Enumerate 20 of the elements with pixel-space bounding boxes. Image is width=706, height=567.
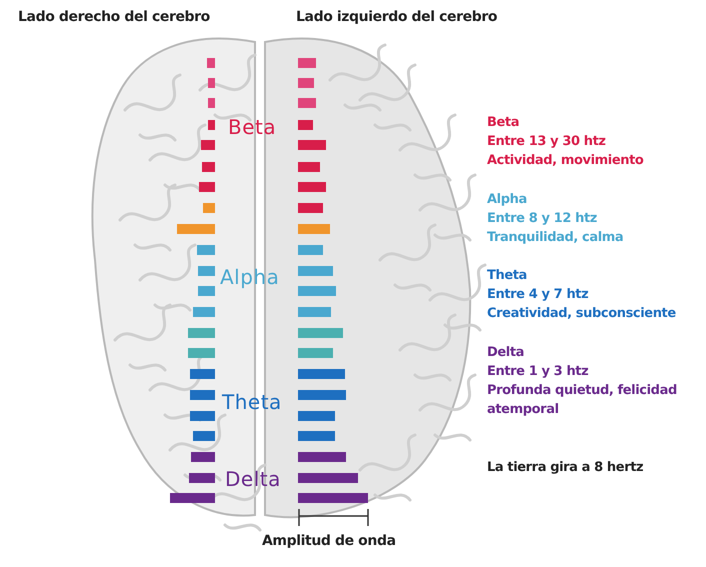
band-description: Tranquilidad, calma: [487, 229, 624, 247]
side-heading: Lado izquierdo del cerebro: [296, 8, 498, 27]
band-name: Beta: [487, 114, 520, 132]
frequency-range: Entre 8 y 12 htz: [487, 210, 597, 228]
band-label: Alpha: [220, 268, 280, 287]
band-name: Alpha: [487, 191, 527, 209]
frequency-range: Entre 1 y 3 htz: [487, 363, 588, 381]
band-description: Creatividad, subconsciente: [487, 305, 676, 323]
band-name: Delta: [487, 344, 524, 362]
band-label: Theta: [222, 393, 282, 412]
side-heading: Lado derecho del cerebro: [18, 8, 210, 27]
band-label: Beta: [228, 118, 276, 137]
band-label: Delta: [225, 470, 281, 489]
axis-caption: Amplitud de onda: [262, 532, 396, 551]
frequency-range: Entre 13 y 30 htz: [487, 133, 606, 151]
note-text: La tierra gira a 8 hertz: [487, 459, 644, 477]
band-name: Theta: [487, 267, 527, 285]
band-description: Profunda quietud, felicidad atemporal: [487, 382, 678, 419]
frequency-range: Entre 4 y 7 htz: [487, 286, 588, 304]
band-description: Actividad, movimiento: [487, 152, 644, 170]
